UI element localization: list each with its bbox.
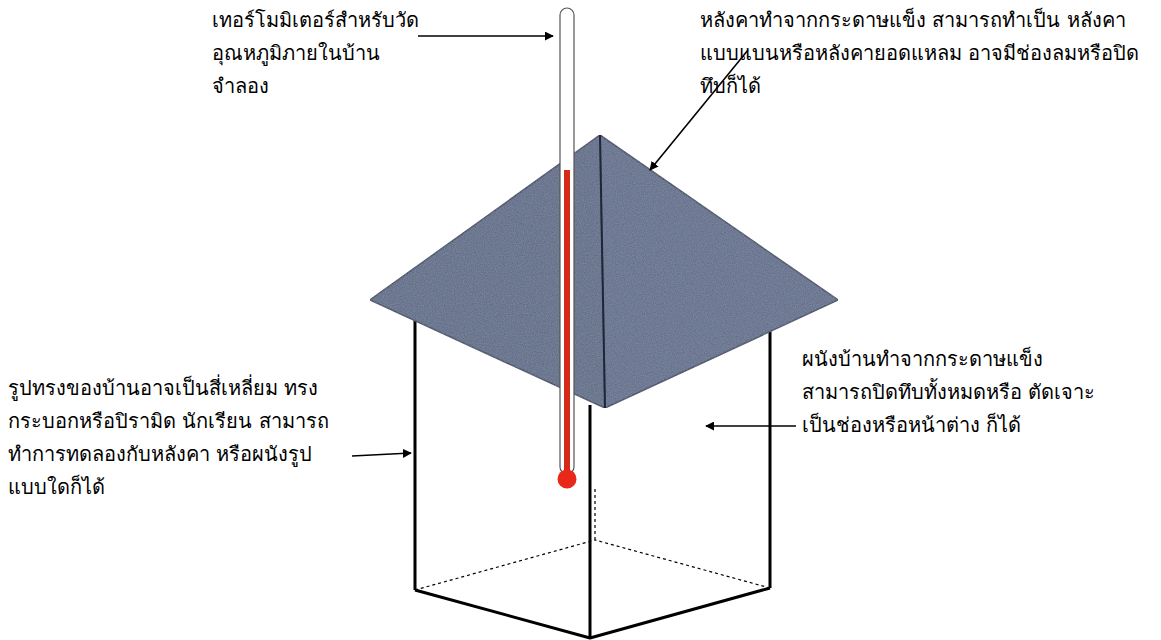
hidden-edge [595, 540, 770, 588]
wall-edge [589, 405, 592, 638]
leader-arrow [706, 425, 796, 427]
callout-text: ผนังบ้านทำจากกระดาษแข็ง สามารถปิดทึบทั้ง… [802, 343, 1102, 442]
floor-edge [415, 588, 770, 638]
hidden-edges [415, 488, 770, 590]
hidden-edge [594, 488, 595, 540]
thermometer-tube [560, 8, 574, 474]
thermometer-column [564, 170, 570, 470]
wall-edge [414, 318, 417, 590]
callout-text: หลังคาทำจากกระดาษแข็ง สามารถทำเป็น หลังค… [700, 4, 1152, 103]
callout-text: เทอร์โมมิเตอร์สำหรับวัด อุณหภูมิภายในบ้า… [212, 4, 424, 103]
leader-arrow [418, 35, 553, 37]
leader-arrows [352, 36, 796, 456]
thermometer [558, 8, 577, 489]
hidden-edge [415, 540, 595, 590]
callout-text: รูปทรงของบ้านอาจเป็นสี่เหลี่ยม ทรงกระบอก… [8, 372, 348, 504]
roof [370, 135, 838, 408]
leader-arrow [650, 50, 748, 170]
wall-edge [769, 330, 772, 588]
thermometer-bulb [558, 470, 577, 489]
leader-arrow [352, 453, 411, 456]
roof-ridge [600, 135, 605, 408]
